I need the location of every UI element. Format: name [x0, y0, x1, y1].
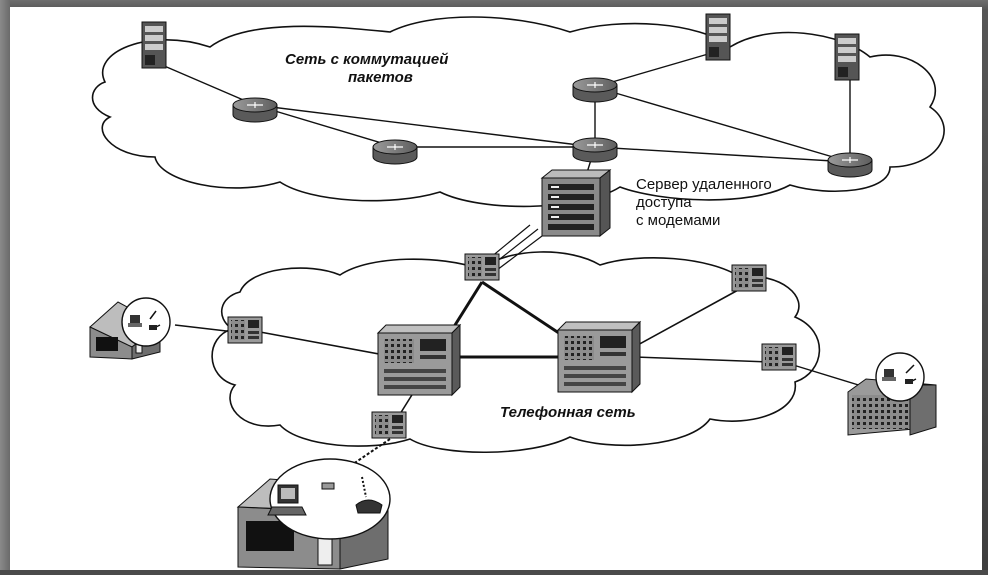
telephone-switch-small-icon [731, 264, 767, 292]
telephone-switch-small-icon [464, 253, 500, 281]
telephone-network-cloud [211, 251, 821, 454]
server-icon [141, 21, 167, 69]
telephone-exchange-icon [376, 323, 462, 397]
router-icon [572, 77, 618, 103]
remote-access-server-label-line3: с модемами [636, 212, 720, 229]
remote-access-server-icon [540, 168, 612, 238]
remote-access-server-label-line1: Сервер удаленного [636, 176, 772, 193]
router-icon [232, 97, 278, 123]
telephone-exchange-icon [556, 320, 642, 394]
telephone-switch-small-icon [761, 343, 797, 371]
server-icon [705, 13, 731, 61]
telephone-switch-small-icon [371, 411, 407, 439]
server-icon [834, 33, 860, 81]
home-subscriber-icon [89, 297, 171, 360]
office-building-subscriber-icon [847, 352, 937, 436]
network-diagram-figure: Сеть с коммутацией пакетов Сервер удален… [10, 7, 982, 570]
router-icon [372, 139, 418, 165]
packet-network-cloud [91, 16, 945, 208]
telephone-network-label: Телефонная сеть [500, 404, 636, 421]
home-pc-modem-subscriber-icon [236, 458, 391, 570]
telephone-switch-small-icon [227, 316, 263, 344]
packet-network-label-line1: Сеть с коммутацией [285, 51, 448, 68]
network-diagram: Сеть с коммутацией пакетов Сервер удален… [89, 13, 945, 570]
packet-network-links [154, 51, 851, 180]
router-icon [827, 152, 873, 178]
router-icon [572, 137, 618, 163]
packet-network-label-line2: пакетов [348, 69, 413, 86]
remote-access-server-label-line2: доступа [636, 194, 692, 211]
